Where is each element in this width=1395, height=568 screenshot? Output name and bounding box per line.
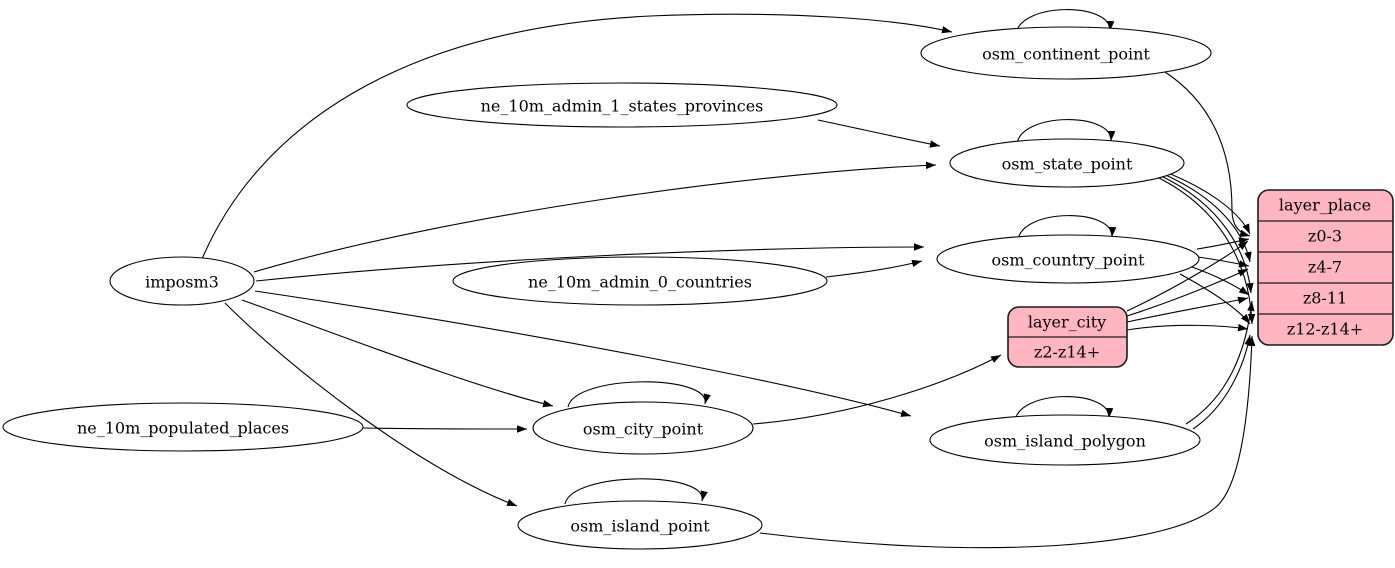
record-layer_place: layer_place z0-3 z4-7 z8-11 z12-z14+ bbox=[1257, 189, 1394, 346]
edge-imposm3-osm_state_point bbox=[253, 161, 937, 273]
edge-osm_island_point-layer_place-z12-z14 bbox=[759, 335, 1256, 549]
ne_10m_admin_1_states_provinces-ellipse bbox=[406, 82, 838, 128]
osm_island_point-label: osm_island_point bbox=[570, 517, 710, 536]
edge-osm_state_point-layer_place-z4-7 bbox=[1160, 172, 1252, 263]
imposm3-label: imposm3 bbox=[145, 273, 219, 292]
node-ne_10m_admin_1_states_provinces: ne_10m_admin_1_states_provinces bbox=[406, 82, 838, 128]
layer_place-row-z4-7: z4-7 bbox=[1308, 258, 1342, 277]
osm_continent_point-label: osm_continent_point bbox=[982, 45, 1150, 64]
edge-osm_state_point-layer_place-z8-11 bbox=[1158, 174, 1254, 294]
node-osm_continent_point: osm_continent_point bbox=[920, 26, 1212, 80]
layer_place-box bbox=[1257, 189, 1394, 346]
imposm3-ellipse bbox=[109, 256, 255, 306]
self-loop-osm_island_polygon bbox=[1014, 396, 1114, 422]
edge-osm_city_point-layer_city-z2-z14 bbox=[752, 354, 1002, 425]
ne_10m_admin_0_countries-label: ne_10m_admin_0_countries bbox=[528, 273, 752, 292]
osm_island_polygon-ellipse bbox=[929, 414, 1201, 466]
edge-imposm3-osm_island_polygon bbox=[254, 290, 912, 417]
layer_place-row-z12-z14: z12-z14+ bbox=[1287, 320, 1363, 339]
edge-layer bbox=[201, 9, 1256, 549]
edge-imposm3-osm_country_point bbox=[255, 243, 925, 282]
edge-layer_city-layer_place-z12-z14 bbox=[1126, 323, 1249, 332]
node-osm_city_point: osm_city_point bbox=[532, 401, 754, 455]
self-loop-osm_country_point bbox=[1017, 215, 1117, 241]
ne_10m_populated_places-ellipse bbox=[2, 402, 364, 452]
node-osm_state_point: osm_state_point bbox=[949, 138, 1185, 188]
edge-osm_continent_point-layer_place-z0-3 bbox=[1161, 69, 1251, 237]
self-loop-osm_city_point bbox=[567, 381, 711, 408]
edge-osm_country_point-layer_place-z12-z14 bbox=[1179, 273, 1251, 325]
edge-layer_city-layer_place-z0-3 bbox=[1126, 240, 1249, 312]
edge-ne_10m_admin_0_countries-osm_country_point bbox=[825, 259, 923, 278]
node-layer: imposm3 ne_10m_admin_1_states_provinces … bbox=[2, 26, 1394, 550]
self-loop-osm_state_point bbox=[1016, 119, 1116, 145]
record-layer_city: layer_city z2-z14+ bbox=[1007, 306, 1128, 368]
edge-osm_country_point-layer_place-z4-7 bbox=[1197, 256, 1250, 268]
osm_state_point-label: osm_state_point bbox=[1002, 155, 1133, 174]
edge-osm_island_polygon-layer_place-z8-11 bbox=[1185, 300, 1255, 425]
edge-ne_10m_populated_places-osm_city_point bbox=[362, 425, 528, 433]
edge-imposm3-osm_city_point bbox=[241, 299, 554, 408]
layer_place-row-z8-11: z8-11 bbox=[1303, 289, 1347, 308]
osm_city_point-ellipse bbox=[532, 401, 754, 455]
ne_10m_admin_1_states_provinces-label: ne_10m_admin_1_states_provinces bbox=[481, 97, 764, 116]
node-osm_island_point: osm_island_point bbox=[517, 500, 763, 550]
osm_country_point-label: osm_country_point bbox=[991, 251, 1145, 270]
osm_state_point-ellipse bbox=[949, 138, 1185, 188]
node-ne_10m_populated_places: ne_10m_populated_places bbox=[2, 402, 364, 452]
edge-ne_10m_admin_1_states_provinces-osm_state_point bbox=[817, 119, 941, 148]
edge-osm_island_polygon-layer_place-z12-z14 bbox=[1192, 334, 1252, 430]
layer_place-title: layer_place bbox=[1279, 196, 1371, 215]
osm_island_point-ellipse bbox=[517, 500, 763, 550]
osm_island_polygon-label: osm_island_polygon bbox=[984, 432, 1146, 451]
layer_city-row-z2-z14: z2-z14+ bbox=[1034, 343, 1100, 362]
ne_10m_populated_places-label: ne_10m_populated_places bbox=[77, 419, 289, 438]
layer_place-row-z0-3: z0-3 bbox=[1308, 227, 1342, 246]
edge-osm_state_point-layer_place-z0-3 bbox=[1162, 170, 1251, 235]
edge-layer_city-layer_place-z8-11 bbox=[1126, 296, 1249, 323]
node-osm_country_point: osm_country_point bbox=[936, 234, 1200, 284]
node-ne_10m_admin_0_countries: ne_10m_admin_0_countries bbox=[452, 256, 828, 306]
edge-osm_country_point-layer_place-z8-11 bbox=[1191, 266, 1250, 296]
layer_city-title: layer_city bbox=[1028, 313, 1106, 332]
osm_city_point-label: osm_city_point bbox=[583, 420, 704, 439]
edge-layer_city-layer_place-z4-7 bbox=[1126, 268, 1249, 317]
edge-imposm3-osm_island_point bbox=[224, 302, 518, 507]
edge-osm_country_point-layer_place-z0-3 bbox=[1196, 237, 1250, 250]
osm_continent_point-ellipse bbox=[920, 26, 1212, 80]
self-loop-osm_island_point bbox=[564, 478, 708, 505]
node-imposm3: imposm3 bbox=[109, 256, 255, 306]
ne_10m_admin_0_countries-ellipse bbox=[452, 256, 828, 306]
osm_country_point-ellipse bbox=[936, 234, 1200, 284]
self-loop-osm_continent_point bbox=[1015, 9, 1115, 35]
edge-imposm3-osm_continent_point bbox=[201, 13, 953, 260]
node-osm_island_polygon: osm_island_polygon bbox=[929, 414, 1201, 466]
